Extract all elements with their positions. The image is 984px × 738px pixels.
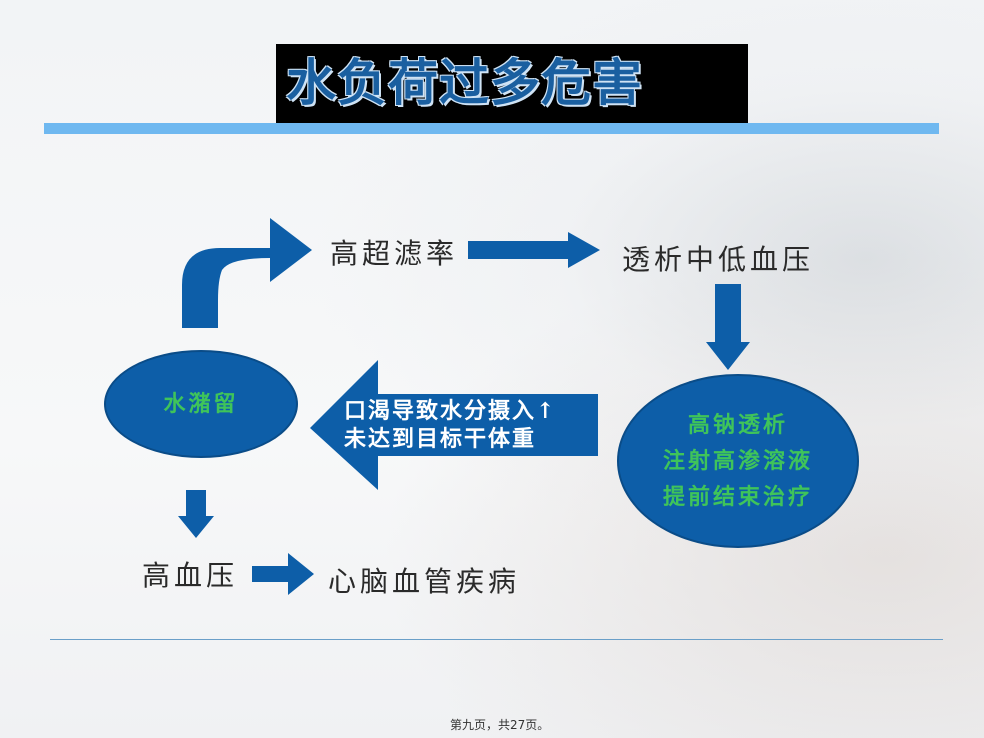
big-left-arrow (310, 360, 598, 490)
title-banner: 水负荷过多危害 (276, 44, 748, 124)
right-arrow-hypertension-to-cardio (252, 553, 314, 595)
treatment-line-2: 注射高渗溶液 (662, 448, 813, 474)
node-high-uf-rate: 高超滤率 (330, 237, 459, 270)
right-arrow-uf-to-hypotension (468, 232, 600, 268)
treatment-line-3: 提前结束治疗 (662, 484, 813, 510)
node-intradialytic-hypotension: 透析中低血压 (622, 243, 815, 276)
page-footer: 第九页，共27页。 (450, 718, 550, 732)
bottom-divider (50, 639, 943, 640)
curved-up-right-arrow (182, 218, 312, 328)
down-arrow-retention-to-hypertension (178, 490, 214, 538)
title-underline-bar (44, 123, 939, 134)
down-arrow-hypotension-to-treatment (706, 284, 750, 370)
treatment-ellipse: 高钠透析 注射高渗溶液 提前结束治疗 (617, 374, 859, 548)
arrow-text-line-1: 口渴导致水分摄入↑ (344, 398, 557, 424)
node-cardiovascular-disease: 心脑血管疾病 (328, 565, 521, 598)
arrow-text-line-2: 未达到目标干体重 (344, 426, 537, 452)
water-retention-label: 水潴留 (163, 391, 239, 417)
water-retention-ellipse: 水潴留 (104, 350, 298, 458)
page-title: 水负荷过多危害 (286, 54, 643, 112)
treatment-line-1: 高钠透析 (687, 412, 788, 438)
node-hypertension: 高血压 (142, 559, 239, 592)
